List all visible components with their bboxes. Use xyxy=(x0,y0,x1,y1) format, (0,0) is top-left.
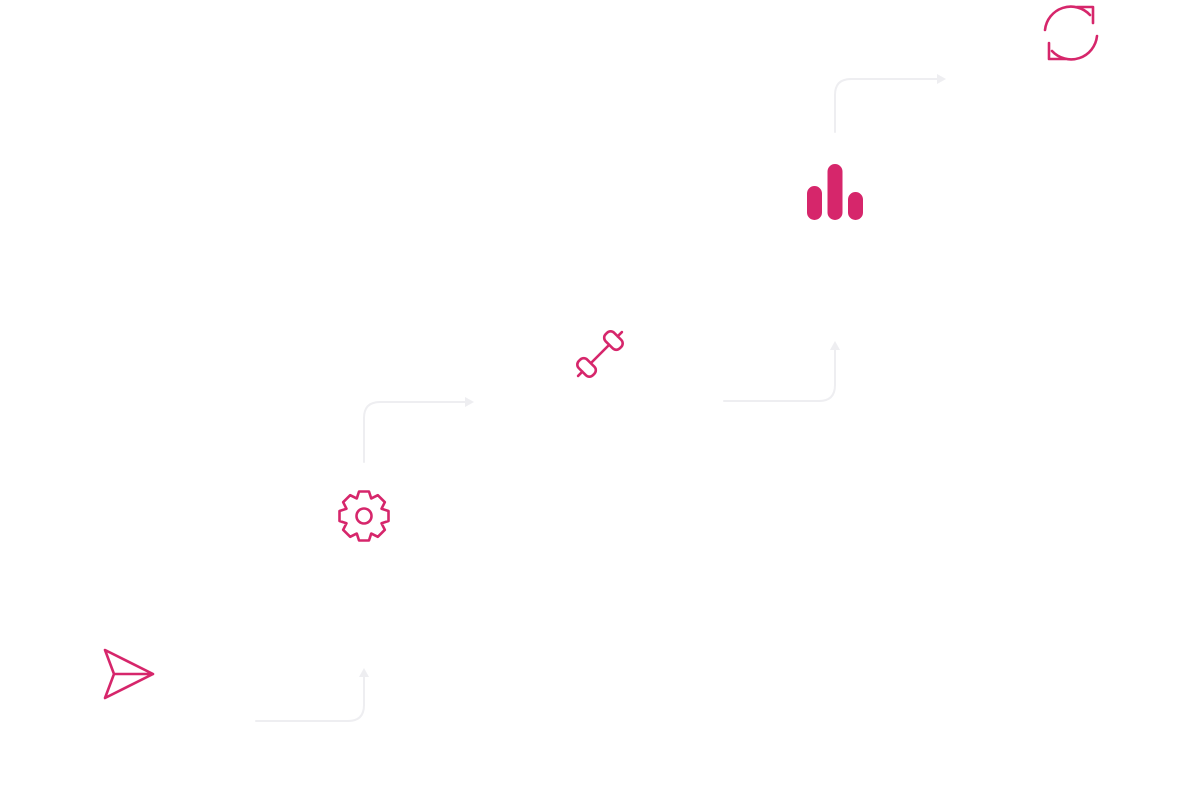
bar-chart-icon xyxy=(807,164,863,220)
connectors xyxy=(255,74,946,722)
connector-chart-to-refresh xyxy=(834,74,946,133)
dumbbell-icon xyxy=(576,330,624,378)
gear-icon xyxy=(338,490,390,542)
connector-send-to-gear xyxy=(255,668,369,722)
connector-dumbbell-to-chart xyxy=(723,341,840,402)
connector-gear-to-dumbbell xyxy=(363,397,474,463)
send-icon xyxy=(103,648,155,700)
refresh-icon xyxy=(1043,5,1099,61)
